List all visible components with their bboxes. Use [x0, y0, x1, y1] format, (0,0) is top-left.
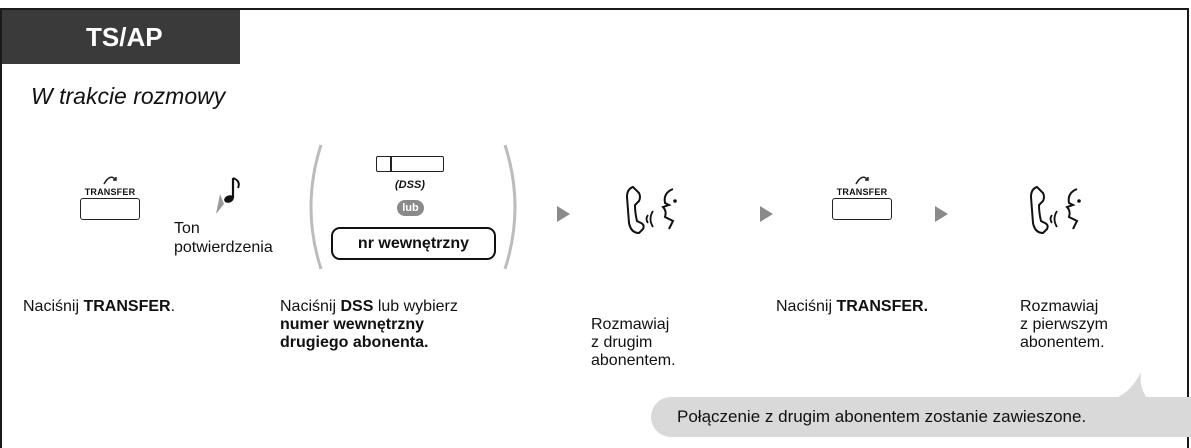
subtitle: W trakcie rozmowy	[31, 83, 226, 109]
transfer-key-label: TRANSFER	[836, 187, 888, 197]
dss-label: (DSS)	[395, 179, 425, 191]
step-2-text: Naciśnij DSS lub wybierz numer wewnętrzn…	[280, 298, 458, 352]
step-2-prefix: Naciśnij	[280, 298, 341, 315]
transfer-key-icon: TRANSFER	[832, 165, 892, 225]
step-2-bold: DSS	[340, 298, 374, 315]
step-1-suffix: .	[170, 298, 176, 315]
right-parenthesis	[503, 144, 517, 270]
handset-talk-icon	[1029, 185, 1081, 235]
step-1-prefix: Naciśnij	[23, 298, 84, 315]
transfer-key-box	[80, 198, 140, 220]
arrow-2	[760, 206, 773, 222]
extension-number-box: nr wewnętrzny	[331, 227, 496, 260]
step-4-bold: TRANSFER.	[836, 298, 929, 315]
step-3-line2: z drugim	[591, 334, 653, 351]
step-5-line1: Rozmawiaj	[1020, 298, 1099, 315]
tone-label-line2: potwierdzenia	[174, 239, 273, 256]
mode-tab: TS/AP	[2, 10, 240, 64]
step-5-line2: z pierwszym	[1020, 316, 1109, 333]
arrow-1	[557, 206, 570, 222]
callout-tail	[1109, 372, 1149, 400]
step-5-line3: abonentem.	[1020, 334, 1105, 351]
lub-badge: lub	[397, 200, 424, 216]
step-2-line3: drugiego abonenta.	[280, 334, 429, 351]
step-3-line3: abonentem.	[591, 352, 676, 369]
callout-note: Połączenie z drugim abonentem zostanie z…	[651, 397, 1191, 437]
step-1-bold: TRANSFER	[83, 298, 171, 315]
music-note-icon	[214, 174, 244, 223]
step-5-text: Rozmawiaj z pierwszym abonentem.	[1020, 298, 1108, 352]
transfer-key-box	[832, 198, 892, 220]
arrow-3	[935, 206, 948, 222]
transfer-key-label: TRANSFER	[84, 187, 136, 197]
step-2-line2: numer wewnętrzny	[280, 316, 425, 333]
dss-key-icon	[376, 156, 444, 172]
step-1-text: Naciśnij TRANSFER.	[23, 298, 175, 316]
tone-label-line1: Ton	[174, 220, 200, 237]
step-4-prefix: Naciśnij	[776, 298, 837, 315]
diagram-frame: TS/AP	[0, 8, 1189, 448]
handset-talk-icon	[625, 185, 677, 235]
step-3-line1: Rozmawiaj	[591, 316, 670, 333]
left-parenthesis	[309, 144, 323, 270]
transfer-key-icon: TRANSFER	[80, 165, 140, 225]
step-4-text: Naciśnij TRANSFER.	[776, 298, 928, 316]
step-3-text: Rozmawiaj z drugim abonentem.	[591, 316, 676, 370]
step-2-suffix: lub wybierz	[373, 298, 458, 315]
